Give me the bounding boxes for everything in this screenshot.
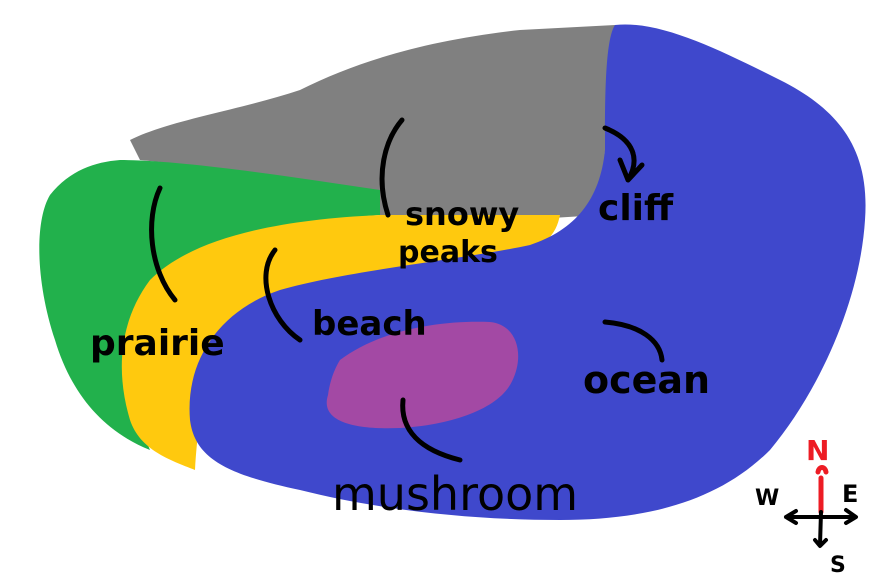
compass-cross xyxy=(784,508,858,548)
region-snowy-peaks xyxy=(130,25,615,220)
ocean-leader xyxy=(602,319,665,363)
cliff-arrow xyxy=(602,125,645,183)
compass-south: S xyxy=(830,553,846,578)
label-ocean: ocean xyxy=(583,358,710,402)
region-beach xyxy=(121,215,560,470)
prairie-leader xyxy=(149,185,178,303)
compass-north-arrow xyxy=(815,465,829,515)
label-prairie: prairie xyxy=(90,323,225,364)
compass-rose: N E W S xyxy=(755,434,858,578)
beach-leader xyxy=(263,247,303,343)
label-mushroom: mushroom xyxy=(332,467,578,521)
label-peaks: peaks xyxy=(398,235,498,270)
mushroom-leader xyxy=(400,397,463,463)
label-cliff: cliff xyxy=(598,188,674,229)
label-beach: beach xyxy=(312,304,427,344)
label-snowy: snowy xyxy=(405,195,519,233)
snowy-peaks-leader xyxy=(379,117,405,218)
compass-north: N xyxy=(806,434,829,467)
region-mushroom xyxy=(326,321,519,429)
compass-east: E xyxy=(842,480,858,508)
compass-west: W xyxy=(755,486,779,511)
